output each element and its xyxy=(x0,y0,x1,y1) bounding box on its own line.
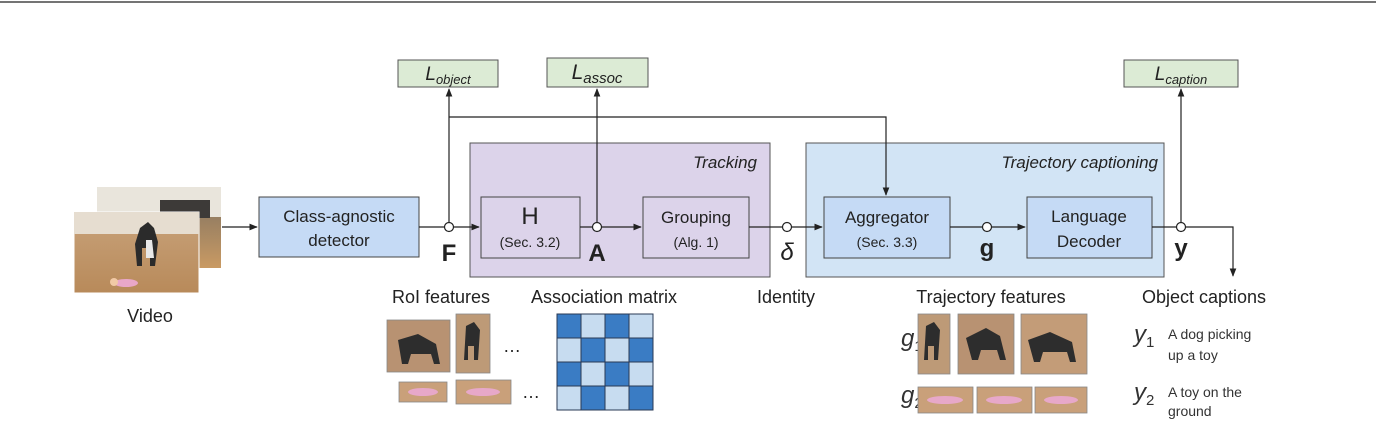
detector-label-2: detector xyxy=(308,231,370,250)
matrix-cell xyxy=(580,385,606,411)
captioning-title: Trajectory captioning xyxy=(1001,153,1158,172)
matrix-cell xyxy=(628,385,654,411)
matrix-cell xyxy=(556,361,582,387)
assoc-loss-label: Lassoc xyxy=(572,61,623,87)
matrix-cell xyxy=(604,361,630,387)
matrix-cell xyxy=(556,337,582,363)
caption-y1-label: y1 xyxy=(1132,321,1154,351)
symbol-delta: δ xyxy=(780,239,794,266)
matrix-cell xyxy=(556,313,582,339)
matrix-cell xyxy=(580,361,606,387)
matrix-cell xyxy=(628,337,654,363)
decoder-label-1: Language xyxy=(1051,207,1127,226)
grouping-ref: (Alg. 1) xyxy=(673,234,718,250)
object-loss-box xyxy=(397,59,499,88)
caption-2-line-2: ground xyxy=(1168,403,1212,419)
aggregator-label: Aggregator xyxy=(845,208,929,227)
roi-ellipsis-1: … xyxy=(503,336,521,356)
matrix-cell xyxy=(628,361,654,387)
caption-y2-label: y2 xyxy=(1132,379,1154,409)
caption-1-line-1: A dog picking xyxy=(1168,326,1251,342)
object-captions-label: Object captions xyxy=(1142,287,1266,307)
decoder-label-2: Decoder xyxy=(1057,232,1122,251)
symbol-g: g xyxy=(980,235,995,262)
detector-label-1: Class-agnostic xyxy=(283,207,395,226)
node-delta xyxy=(781,221,793,233)
roi-thumbnails xyxy=(386,313,512,405)
identity-label: Identity xyxy=(757,287,815,307)
roi-features-label: RoI features xyxy=(392,287,490,307)
object-loss-label: Lobject xyxy=(425,64,472,87)
assoc-loss-box xyxy=(546,57,649,88)
matrix-cell xyxy=(580,337,606,363)
matrix-cell xyxy=(604,313,630,339)
detector-box xyxy=(258,196,420,258)
matrix-cell xyxy=(604,385,630,411)
junction-nodes xyxy=(443,221,1187,233)
h-symbol: H xyxy=(521,203,538,230)
aggregator-box xyxy=(823,196,951,259)
aggregator-ref: (Sec. 3.3) xyxy=(857,234,918,250)
decoder-box xyxy=(1026,196,1153,259)
association-matrix xyxy=(556,313,654,411)
matrix-cell xyxy=(580,313,606,339)
matrix-cell xyxy=(628,313,654,339)
node-f xyxy=(443,221,455,233)
trajectory-features-label: Trajectory features xyxy=(916,287,1065,307)
association-matrix-label: Association matrix xyxy=(531,287,677,307)
video-label: Video xyxy=(127,306,173,326)
tracking-title: Tracking xyxy=(693,153,757,172)
h-section: (Sec. 3.2) xyxy=(500,234,561,250)
grouping-label: Grouping xyxy=(661,208,731,227)
caption-1-line-2: up a toy xyxy=(1168,347,1218,363)
grouping-box xyxy=(642,196,750,259)
symbol-a: A xyxy=(588,240,605,267)
h-box xyxy=(480,196,581,259)
video-thumbnail xyxy=(73,187,221,294)
caption-2-line-1: A toy on the xyxy=(1168,384,1242,400)
matrix-cell xyxy=(556,385,582,411)
symbol-f: F xyxy=(442,240,457,267)
node-a xyxy=(591,221,603,233)
trajectory-thumbnails xyxy=(917,313,1088,414)
roi-ellipsis-2: … xyxy=(522,382,540,402)
symbol-y: y xyxy=(1174,235,1188,262)
node-g xyxy=(981,221,993,233)
caption-loss-label: Lcaption xyxy=(1155,64,1208,87)
matrix-cell xyxy=(604,337,630,363)
node-y xyxy=(1175,221,1187,233)
caption-loss-box xyxy=(1123,59,1239,88)
connectors xyxy=(222,88,1237,277)
